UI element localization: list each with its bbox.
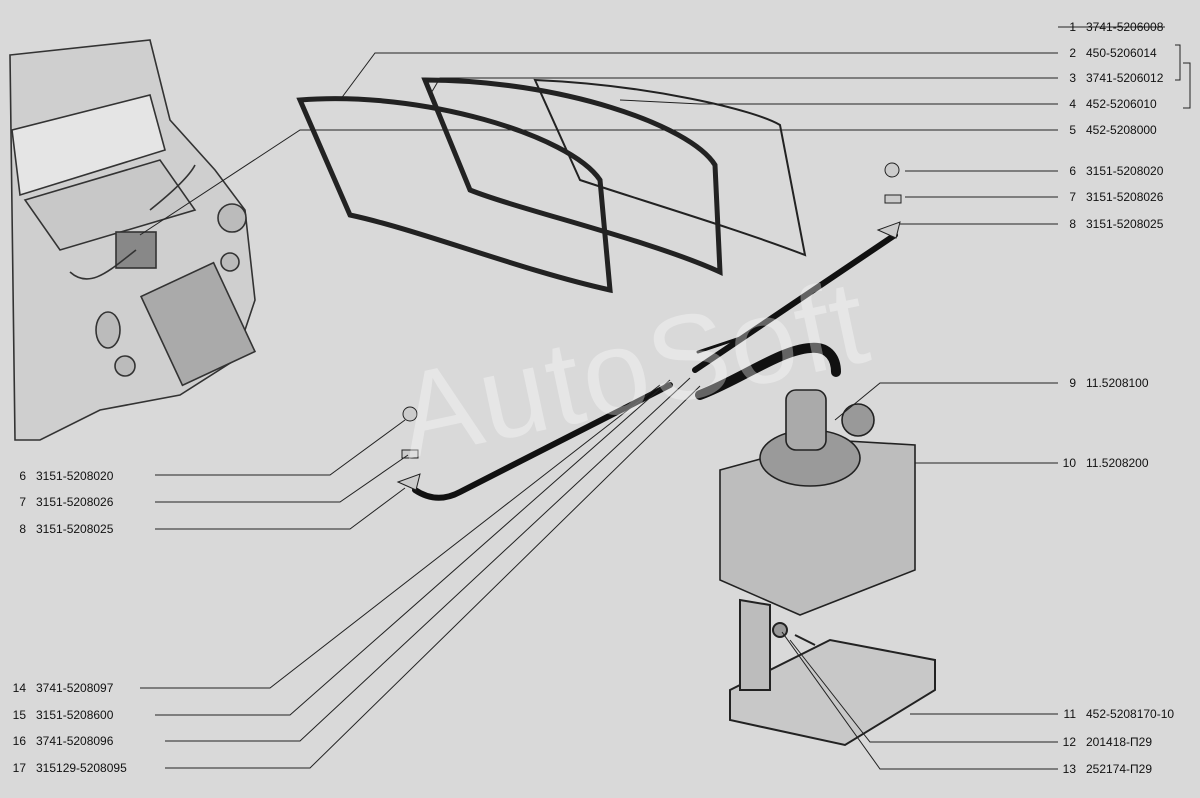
callout-part-code: 3151-5208025 <box>36 522 114 536</box>
leader-lines <box>139 26 1191 770</box>
callout-number: 10 <box>1062 456 1076 470</box>
callout-part-code: 3741-5206012 <box>1086 71 1164 85</box>
callout-number: 14 <box>12 681 26 695</box>
washer-reservoir <box>719 389 916 616</box>
callout-part-code: 450-5206014 <box>1086 46 1157 60</box>
callout-number: 7 <box>1069 190 1076 204</box>
callout-number: 6 <box>19 469 26 483</box>
callout-number: 6 <box>1069 164 1076 178</box>
callout-number: 3 <box>1069 71 1076 85</box>
callout-number: 11 <box>1063 707 1076 721</box>
callout-part-code: 3741-5206008 <box>1086 20 1164 34</box>
callout-part-code: 452-5206010 <box>1086 97 1157 111</box>
callout-number: 9 <box>1069 376 1076 390</box>
callout-number: 1 <box>1069 20 1076 34</box>
callout-part-code: 452-5208000 <box>1086 123 1157 137</box>
windshield-assembly <box>296 77 807 294</box>
callout-number: 16 <box>12 734 26 748</box>
callout-part-code: 3151-5208020 <box>36 469 114 483</box>
callout-number: 5 <box>1069 123 1076 137</box>
callout-number: 8 <box>19 522 26 536</box>
callout-number: 2 <box>1069 46 1076 60</box>
callout-part-code: 11.5208100 <box>1086 376 1149 390</box>
washer-hoses <box>412 232 898 501</box>
callout-number: 13 <box>1062 762 1076 776</box>
callout-part-code: 3741-5208097 <box>36 681 114 695</box>
vehicle-front-illustration <box>9 39 257 441</box>
reservoir-bracket <box>729 598 936 747</box>
callout-part-code: 252174-П29 <box>1086 762 1153 776</box>
callout-number: 4 <box>1069 97 1076 111</box>
callout-part-code: 11.5208200 <box>1086 456 1149 470</box>
callout-number: 8 <box>1069 217 1076 231</box>
callout-part-code: 3151-5208025 <box>1086 217 1164 231</box>
callout-part-code: 3151-5208026 <box>36 495 114 509</box>
callout-part-code: 3741-5208096 <box>36 734 114 748</box>
washer-jets <box>396 162 902 491</box>
callout-number: 17 <box>12 761 26 775</box>
callout-part-code: 3151-5208600 <box>36 708 114 722</box>
callout-part-code: 3151-5208026 <box>1086 190 1164 204</box>
callout-part-code: 452-5208170-10 <box>1086 707 1175 721</box>
callout-number: 7 <box>19 495 26 509</box>
callout-number: 15 <box>12 708 26 722</box>
callout-part-code: 201418-П29 <box>1086 735 1153 749</box>
callout-part-code: 3151-5208020 <box>1086 164 1164 178</box>
callout-part-code: 315129-5208095 <box>36 761 127 775</box>
callout-number: 12 <box>1062 735 1076 749</box>
